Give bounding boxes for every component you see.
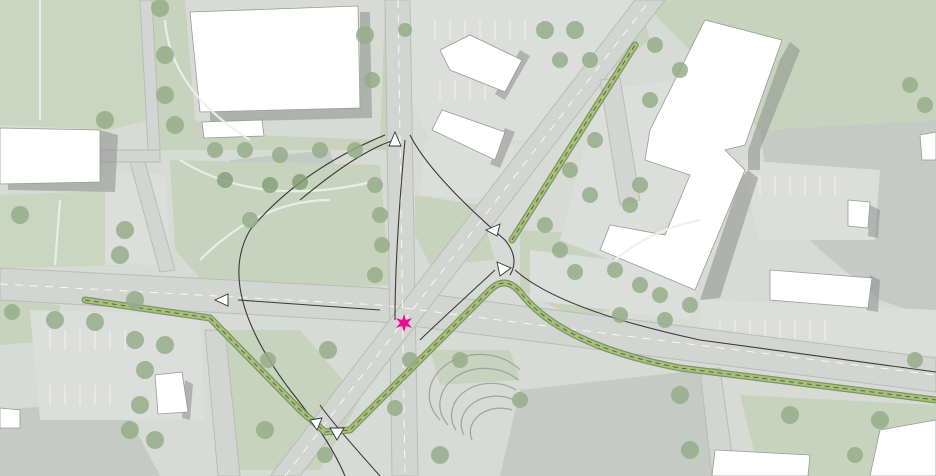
building <box>431 109 506 161</box>
buildings <box>0 5 936 476</box>
building <box>0 407 21 429</box>
trees <box>4 0 933 464</box>
yield-triangle-icon <box>329 427 345 441</box>
building <box>189 5 361 113</box>
building <box>439 34 523 93</box>
building <box>847 199 871 229</box>
yield-triangle-icon <box>213 293 229 307</box>
yield-triangle-icon <box>484 223 501 237</box>
amphitheater <box>428 353 521 441</box>
building <box>869 419 936 476</box>
east-west-road <box>0 267 936 393</box>
parking-stalls <box>49 20 836 405</box>
building <box>711 449 811 476</box>
multi-use-trail <box>81 41 936 436</box>
yield-triangle-icon <box>309 417 323 431</box>
building <box>154 371 189 415</box>
yield-triangle-icon <box>388 130 402 147</box>
building <box>0 127 101 185</box>
building <box>599 19 783 291</box>
building <box>769 269 873 309</box>
yield-triangles <box>213 130 512 441</box>
building <box>919 131 936 161</box>
diagonal-road <box>269 0 666 476</box>
yield-triangle-icon <box>496 261 512 277</box>
star-burst-icon <box>396 314 412 332</box>
